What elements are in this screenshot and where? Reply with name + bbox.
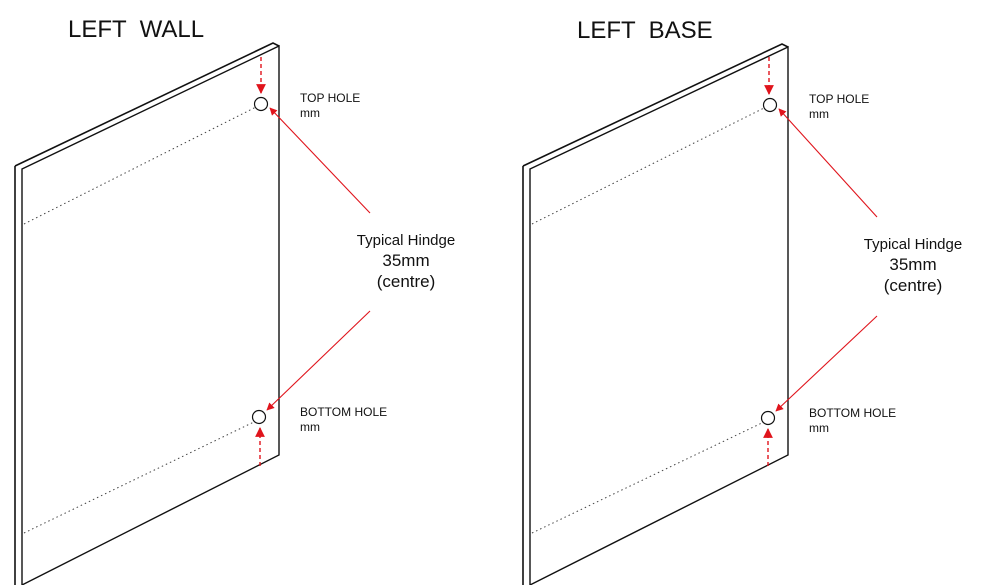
- left-base-top-guide: [531, 106, 767, 225]
- left-wall-hinge-note-line1: Typical Hindge: [357, 232, 455, 249]
- left-wall-diagram: LEFT WALL TOP HOLE mm BOTTOM HOLE mm Typ…: [14, 16, 455, 585]
- left-base-bottom-hole: [760, 410, 776, 426]
- left-wall-top-hole: [253, 96, 269, 112]
- left-wall-panel: [21, 44, 280, 585]
- left-base-diagram: LEFT BASE TOP HOLE mm BOTTOM HOLE mm Typ…: [522, 17, 962, 585]
- left-wall-bottom-hole-label: BOTTOM HOLE: [300, 405, 387, 419]
- left-wall-top-hole-unit: mm: [300, 106, 320, 120]
- left-base-panel: [529, 45, 789, 585]
- left-base-bottom-hole-unit: mm: [809, 421, 829, 435]
- left-wall-bottom-pointer: [266, 310, 371, 411]
- left-base-hinge-note-line3: (centre): [884, 276, 943, 295]
- left-wall-top-pointer: [269, 107, 371, 214]
- left-base-bottom-guide: [531, 420, 767, 534]
- left-base-top-hole-unit: mm: [809, 107, 829, 121]
- left-wall-hinge-note-line3: (centre): [377, 272, 436, 291]
- left-base-title: LEFT BASE: [577, 17, 713, 44]
- left-wall-panel-top-edge: [14, 42, 280, 167]
- left-wall-bottom-hole-unit: mm: [300, 420, 320, 434]
- left-base-bottom-hole-label: BOTTOM HOLE: [809, 406, 896, 420]
- left-wall-bottom-hole: [251, 409, 267, 425]
- left-base-top-pointer: [778, 108, 878, 218]
- left-base-panel-top-edge: [522, 43, 789, 167]
- left-wall-bottom-guide: [23, 419, 259, 534]
- left-wall-hinge-note-line2: 35mm: [382, 251, 429, 270]
- left-base-hinge-note-line1: Typical Hindge: [864, 236, 962, 253]
- left-base-bottom-pointer: [775, 315, 878, 412]
- left-wall-top-hole-label: TOP HOLE: [300, 91, 360, 105]
- left-base-hinge-note-line2: 35mm: [889, 255, 936, 274]
- left-base-top-hole-label: TOP HOLE: [809, 92, 869, 106]
- left-base-top-hole: [762, 97, 778, 113]
- left-wall-top-guide: [23, 105, 259, 225]
- left-wall-title: LEFT WALL: [68, 16, 204, 43]
